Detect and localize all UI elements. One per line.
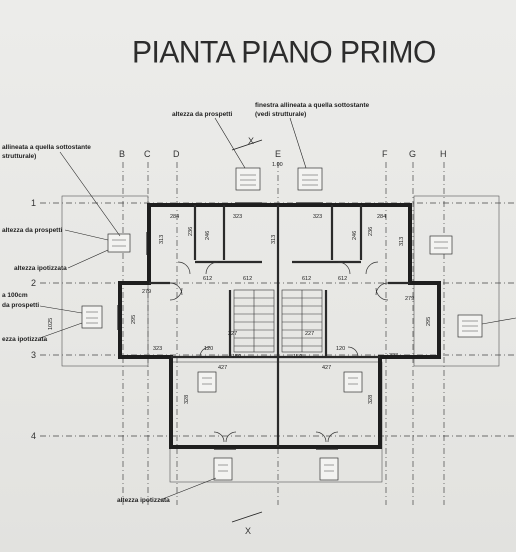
exterior-walls <box>118 203 441 449</box>
dim-313-b: 313 <box>271 235 277 244</box>
dim-left-1025: 1025 <box>48 318 54 330</box>
windows <box>117 202 441 450</box>
dim-328-b: 328 <box>368 395 374 404</box>
window-detail-hatching <box>86 174 478 472</box>
door-swings <box>169 261 389 443</box>
axis-label-2: 2 <box>31 278 36 288</box>
dim-top-overall: 1.00 <box>272 162 283 168</box>
dim-313-a: 313 <box>159 235 165 244</box>
note-left-ipot-2: ezza ipotizzata <box>2 336 48 343</box>
axis-label-3: 3 <box>31 350 36 360</box>
dimension-labels: 1.00 323 323 284 284 612 612 612 612 279… <box>48 162 432 404</box>
axis-label-e: E <box>275 149 281 159</box>
axis-label-4: 4 <box>31 431 36 441</box>
page-title: PIANTA PIANO PRIMO <box>132 35 436 70</box>
section-marker-top: X <box>248 136 254 146</box>
dim-279-a: 279 <box>142 289 151 295</box>
note-left-altezza-ipot: altezza ipotizzata <box>14 265 67 272</box>
dim-236-b: 236 <box>368 227 374 236</box>
dim-279-b: 279 <box>405 296 414 302</box>
note-bottom-altezza: altezza ipotizzata <box>117 497 170 504</box>
dim-227-b: 227 <box>305 331 314 337</box>
note-top-finestra-2: (vedi strutturale) <box>255 111 306 118</box>
dim-246-b: 246 <box>352 231 358 240</box>
dim-150-a: 150 <box>232 354 241 360</box>
dim-236-a: 236 <box>188 227 194 236</box>
dim-227-a: 227 <box>228 331 237 337</box>
dim-612-a: 612 <box>203 276 212 282</box>
note-left-100-2: da prospetti <box>2 302 39 309</box>
interior-walls <box>149 205 410 447</box>
axis-label-d: D <box>173 149 180 159</box>
dim-295-a: 295 <box>131 315 137 324</box>
annotations: altezza da prospetti finestra allineata … <box>2 102 370 504</box>
axis-label-f: F <box>382 149 388 159</box>
axis-labels: B C D E F G H 1 2 3 4 <box>31 149 447 441</box>
dim-612-d: 612 <box>338 276 347 282</box>
dim-295-b: 295 <box>426 317 432 326</box>
note-left-100-1: a 100cm <box>2 292 28 299</box>
dim-427-a: 427 <box>218 365 227 371</box>
note-left-altezza-prosp: altezza da prospetti <box>2 227 63 234</box>
dim-284-b: 284 <box>377 214 386 220</box>
dim-323-d: 323 <box>389 353 398 359</box>
stairs <box>233 289 323 353</box>
dim-612-b: 612 <box>243 276 252 282</box>
note-top-finestra-1: finestra allineata a quella sottostante <box>255 102 370 109</box>
axis-label-g: G <box>409 149 416 159</box>
dim-612-c: 612 <box>302 276 311 282</box>
note-left-finestra-1: allineata a quella sottostante <box>2 144 91 151</box>
axis-label-1: 1 <box>31 198 36 208</box>
axis-label-h: H <box>440 149 447 159</box>
leader-lines <box>39 117 516 501</box>
axis-label-c: C <box>144 149 151 159</box>
dim-150-b: 150 <box>293 354 302 360</box>
dim-313-c: 313 <box>399 237 405 246</box>
section-marker-bottom: X <box>245 526 251 536</box>
dim-120-b: 120 <box>336 346 345 352</box>
dim-246-a: 246 <box>205 231 211 240</box>
dim-323-b: 323 <box>313 214 322 220</box>
dim-427-b: 427 <box>322 365 331 371</box>
note-top-altezza: altezza da prospetti <box>172 111 233 118</box>
dim-284-a: 284 <box>170 214 179 220</box>
dim-323-c: 323 <box>153 346 162 352</box>
dim-328-a: 328 <box>184 395 190 404</box>
dim-120-a: 120 <box>204 346 213 352</box>
note-left-finestra-2: strutturale) <box>2 153 36 160</box>
dim-323-a: 323 <box>233 214 242 220</box>
axis-label-b: B <box>119 149 125 159</box>
section-cut-markers <box>231 139 263 523</box>
window-detail-boxes <box>81 167 483 481</box>
